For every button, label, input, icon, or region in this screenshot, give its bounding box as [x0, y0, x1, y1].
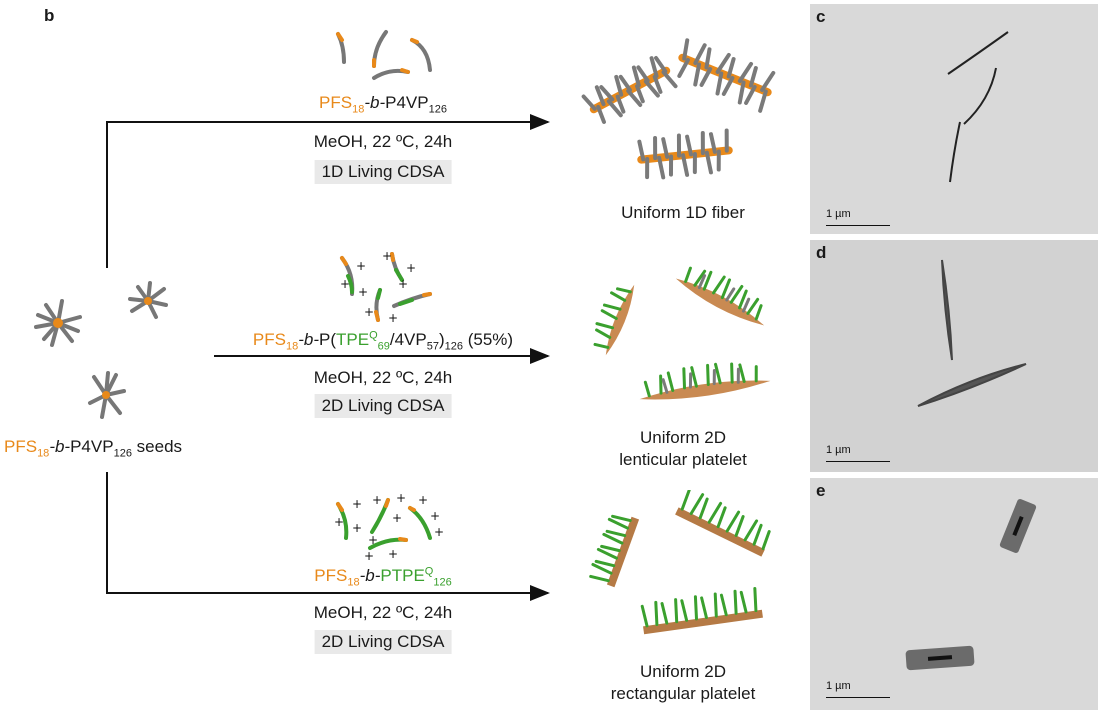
lenticular-platelet-3 — [639, 362, 771, 400]
svg-text:+: + — [356, 259, 366, 273]
reaction-arrows — [106, 114, 550, 601]
panel-letter-e: e — [816, 481, 826, 500]
seed-star-2 — [128, 281, 168, 319]
branch-line-bottom — [106, 472, 550, 601]
cdsa-label-bottom: 2D Living CDSA — [314, 630, 452, 654]
svg-text:+: + — [392, 511, 402, 525]
lenticular-platelet-1 — [593, 284, 635, 356]
cdsa-label-top: 1D Living CDSA — [314, 160, 452, 184]
svg-text:+: + — [368, 533, 378, 547]
svg-text:+: + — [388, 547, 398, 561]
tem-platelets-e — [905, 499, 1037, 671]
fiber-products-illustration — [581, 38, 776, 180]
rectangular-platelet-2 — [675, 490, 771, 557]
rectangular-platelet-3 — [640, 586, 763, 635]
lenticular-platelet-2 — [675, 266, 765, 326]
scale-bar-d — [826, 461, 890, 462]
fiber-3 — [637, 128, 733, 180]
tem-fibers-c — [947, 31, 1009, 183]
polymer-label-bottom: PFS18-b-PTPEQ126 — [314, 565, 452, 589]
polymer-chains-top — [336, 30, 432, 80]
conditions-bottom: MeOH, 22 ºC, 24h — [313, 603, 453, 622]
seed-micelles-illustration — [34, 281, 168, 419]
svg-text:+: + — [406, 261, 416, 275]
conditions-middle: MeOH, 22 ºC, 24h — [313, 368, 453, 387]
scale-label-d: 1 µm — [826, 444, 851, 456]
panel-letter-c: c — [816, 7, 826, 26]
result-label-middle-line1: Uniform 2D — [640, 428, 726, 447]
seed-star-3 — [88, 371, 126, 419]
svg-text:+: + — [352, 521, 362, 535]
fiber-2 — [677, 38, 776, 113]
rectangular-platelet-1 — [589, 514, 640, 588]
tem-panel-c: c 1 µm — [810, 4, 1098, 234]
scale-bar-c — [826, 225, 890, 226]
svg-text:+: + — [396, 492, 406, 505]
rectangular-products-illustration — [589, 490, 771, 635]
fiber-1 — [581, 56, 678, 124]
polymer-chains-middle: + + + + + + + + — [340, 249, 432, 325]
result-label-middle-line2: lenticular platelet — [619, 450, 747, 469]
svg-text:+: + — [340, 277, 350, 291]
svg-text:+: + — [382, 249, 392, 263]
svg-text:+: + — [434, 525, 444, 539]
lenticular-products-illustration — [593, 266, 771, 400]
tem-platelets-d — [917, 259, 1027, 407]
svg-text:+: + — [358, 285, 368, 299]
svg-text:+: + — [430, 509, 440, 523]
branch-line-top — [106, 114, 550, 268]
result-label-bottom-line2: rectangular platelet — [610, 684, 756, 703]
seed-star-1 — [34, 299, 82, 347]
svg-text:+: + — [372, 493, 382, 507]
polymer-chains-bottom: +++ +++ +++ +++ — [334, 492, 444, 562]
svg-text:+: + — [398, 277, 408, 291]
panel-letter-d: d — [816, 243, 827, 262]
panel-letter-b: b — [44, 6, 55, 25]
scale-label-c: 1 µm — [826, 208, 851, 220]
cdsa-label-middle: 2D Living CDSA — [314, 394, 452, 418]
polymer-label-middle: PFS18-b-P(TPEQ69/4VP57)126 (55%) — [252, 329, 514, 353]
result-label-top: Uniform 1D fiber — [621, 203, 745, 222]
scale-bar-e — [826, 697, 890, 698]
scale-label-e: 1 µm — [826, 680, 851, 692]
svg-text:+: + — [334, 515, 344, 529]
svg-text:+: + — [418, 493, 428, 507]
conditions-top: MeOH, 22 ºC, 24h — [313, 132, 453, 151]
result-label-bottom-line1: Uniform 2D — [640, 662, 726, 681]
svg-text:+: + — [352, 497, 362, 511]
tem-panel-e: e 1 µm — [810, 478, 1098, 710]
svg-text:+: + — [364, 549, 374, 562]
svg-text:+: + — [388, 311, 398, 325]
tem-panel-d: d 1 µm — [810, 240, 1098, 472]
svg-text:+: + — [364, 305, 374, 319]
seeds-label: PFS18-b-P4VP126 seeds — [4, 437, 183, 460]
polymer-label-top: PFS18-b-P4VP126 — [319, 93, 447, 116]
